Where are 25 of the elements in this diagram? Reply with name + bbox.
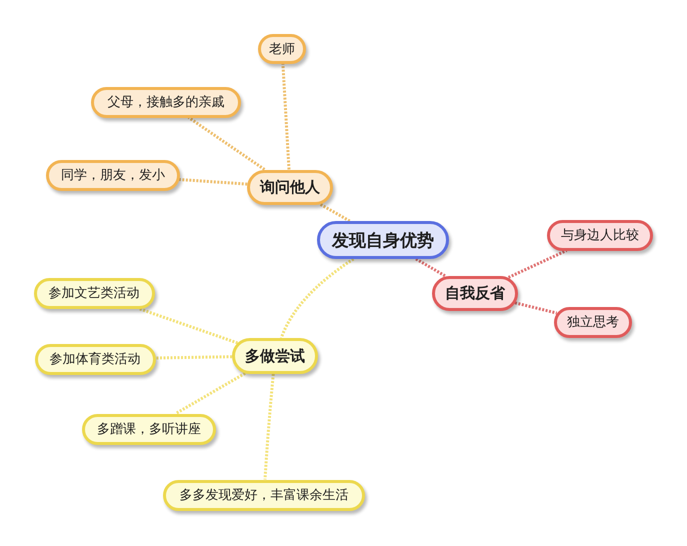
- connector-line: [319, 202, 350, 222]
- connector-line: [179, 178, 248, 186]
- connector-line: [155, 355, 232, 360]
- subtopic-box: 多多发现爱好，丰富课余生活: [163, 480, 365, 510]
- subtopic-box: 参加文艺类活动: [34, 278, 154, 308]
- connector-line: [175, 372, 246, 415]
- subtopic-box: 老师: [258, 34, 306, 64]
- subtopic-box: 与身边人比较: [547, 220, 653, 250]
- connector-line: [264, 374, 275, 480]
- connector-line: [281, 64, 290, 170]
- connector-line: [415, 258, 446, 278]
- connector-line: [138, 307, 238, 344]
- connector-line: [188, 116, 266, 171]
- topic-box: 询问他人: [247, 170, 333, 204]
- subtopic-box: 多蹭课，多听讲座: [82, 414, 216, 444]
- subtopic-box: 独立思考: [554, 306, 632, 338]
- subtopic-box: 同学，朋友，发小: [46, 160, 180, 190]
- topic-box: 多做尝试: [232, 338, 318, 374]
- connector-line: [514, 301, 558, 315]
- connector-line: [508, 249, 568, 279]
- subtopic-box: 参加体育类活动: [34, 344, 156, 374]
- subtopic-box: 父母，接触多的亲戚: [91, 86, 241, 118]
- connector-line: [280, 258, 354, 339]
- central-topic-box: 发现自身优势: [317, 221, 449, 259]
- topic-box: 自我反省: [432, 276, 518, 310]
